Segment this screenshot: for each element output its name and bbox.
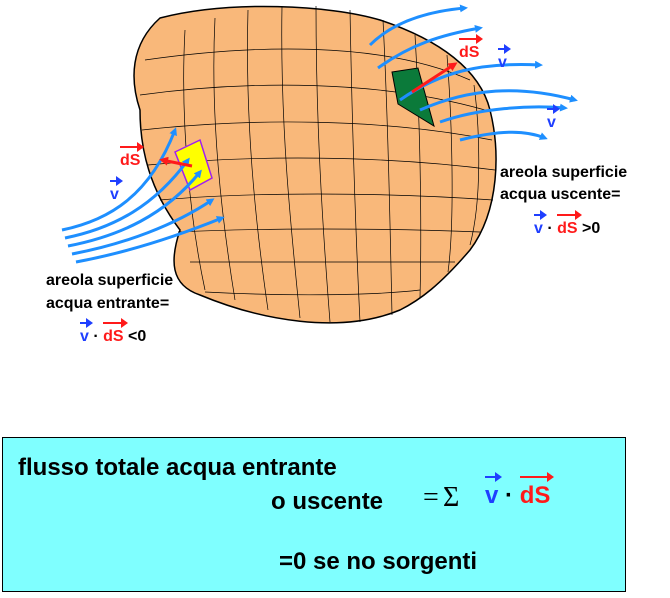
ds-label-top: dS	[459, 34, 485, 61]
outgoing-ds-vector	[411, 62, 458, 94]
outgoing-label-line2: acqua uscente=	[500, 186, 621, 203]
incoming-label-line1: areola superficie	[46, 272, 174, 289]
v-label-right: v	[547, 104, 560, 131]
incoming-dot-product: v · dS <0	[80, 318, 147, 345]
ds-label-left: dS	[120, 142, 146, 169]
v-label-left: v	[110, 176, 123, 203]
incoming-label-line2: acqua entrante=	[46, 295, 170, 312]
v-label-top: v	[498, 44, 511, 71]
box-dot-product: v · dS	[485, 472, 555, 509]
box-line1: flusso totale acqua entrante	[18, 454, 337, 481]
incoming-ds-vector	[159, 156, 193, 168]
incoming-patch	[174, 138, 213, 192]
outgoing-patch	[391, 67, 435, 128]
outgoing-label-line1: areola superficie	[500, 164, 628, 181]
box-line2: o uscente	[271, 488, 384, 515]
outgoing-dot-product: v · dS >0	[534, 210, 601, 237]
flux-surface-diagram	[61, 4, 578, 324]
sum-symbol: Σ	[443, 482, 460, 513]
incoming-flow-arrows	[61, 127, 225, 264]
box-equals: =	[423, 482, 439, 513]
box-line3: =0 se no sorgenti	[279, 548, 478, 575]
total-flux-box: flusso totale acqua entrante o uscente =…	[2, 437, 626, 592]
